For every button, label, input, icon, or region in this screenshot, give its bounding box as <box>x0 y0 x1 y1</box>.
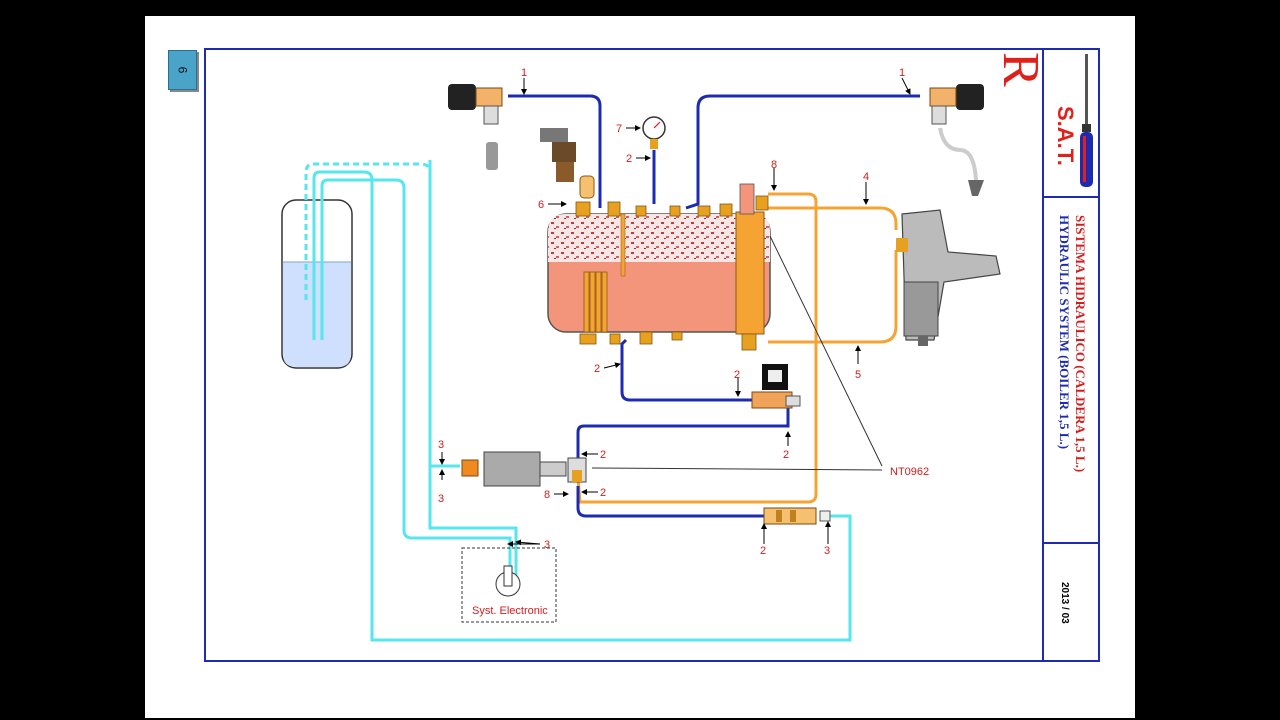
callout-water-top: 3 <box>438 439 444 451</box>
title-english: HYDRAULIC SYSTEM (BOILER 1,5 L.) <box>1057 215 1072 450</box>
callout-boiler-drain: 2 <box>594 363 600 375</box>
reference-leader-lines <box>591 235 883 471</box>
reference-code: NT0962 <box>890 466 929 478</box>
callout-solenoid-out: 2 <box>783 449 789 461</box>
callout-solenoid-in: 2 <box>734 369 740 381</box>
callout-group-ret: 5 <box>855 369 861 381</box>
title-block <box>1042 48 1100 662</box>
callout-group-out: 4 <box>863 171 869 183</box>
title-block-divider <box>1044 542 1100 544</box>
callout-steam-right: 1 <box>899 67 905 79</box>
drawing-frame <box>204 48 1100 662</box>
callout-sight-tube: 8 <box>771 159 777 171</box>
callout-gauge-pipe: 2 <box>626 153 632 165</box>
boiler <box>547 183 771 351</box>
filter-valve-icon <box>763 507 831 525</box>
steam-valve-left-icon <box>448 84 503 170</box>
pressurized-circuit <box>508 94 920 518</box>
pressure-gauge-icon <box>642 116 666 149</box>
callout-arrows <box>439 77 911 547</box>
drawing-titles: SISTEMA HIDRAULICO (CALDERA 1,5 L.) HYDR… <box>1050 215 1090 535</box>
title-block-divider <box>1044 196 1100 198</box>
callout-filter-right: 3 <box>824 545 830 557</box>
callout-water-bottom: 3 <box>438 493 444 505</box>
cold-water-dashed <box>304 162 432 300</box>
page-number-badge[interactable]: 6 <box>168 50 197 90</box>
water-tank <box>281 199 353 369</box>
screwdriver-icon <box>1080 54 1093 187</box>
callout-steam-left: 1 <box>521 67 527 79</box>
cold-water-circuit <box>312 160 852 642</box>
callout-pressostat: 6 <box>538 199 544 211</box>
callout-labels: 1 1 7 2 6 8 4 5 2 2 2 2 2 8 3 3 3 2 3 NT… <box>438 67 929 617</box>
electronic-system-label: Syst. Electronic <box>472 605 548 617</box>
pressostat-icon <box>540 128 595 199</box>
callout-pump-left: 8 <box>544 489 550 501</box>
callout-electronic: 3 <box>544 539 550 551</box>
revision-date: 2013 / 03 <box>1059 582 1070 624</box>
brew-group-icon <box>896 209 1001 346</box>
pump-icon <box>461 451 587 487</box>
callout-pump-top: 2 <box>600 449 606 461</box>
callout-pump-bottom: 2 <box>600 487 606 499</box>
title-spanish: SISTEMA HIDRAULICO (CALDERA 1,5 L.) <box>1073 215 1088 473</box>
solenoid-valve-icon <box>751 364 801 409</box>
electronic-system-box <box>461 547 557 623</box>
hot-water-circuit <box>576 192 898 504</box>
hydraulic-diagram: 1 1 7 2 6 8 4 5 2 2 2 2 2 8 3 3 3 2 3 NT… <box>281 67 1001 642</box>
callout-filter-left: 2 <box>760 545 766 557</box>
callout-gauge: 7 <box>616 123 622 135</box>
steam-valve-right-icon <box>929 84 984 196</box>
